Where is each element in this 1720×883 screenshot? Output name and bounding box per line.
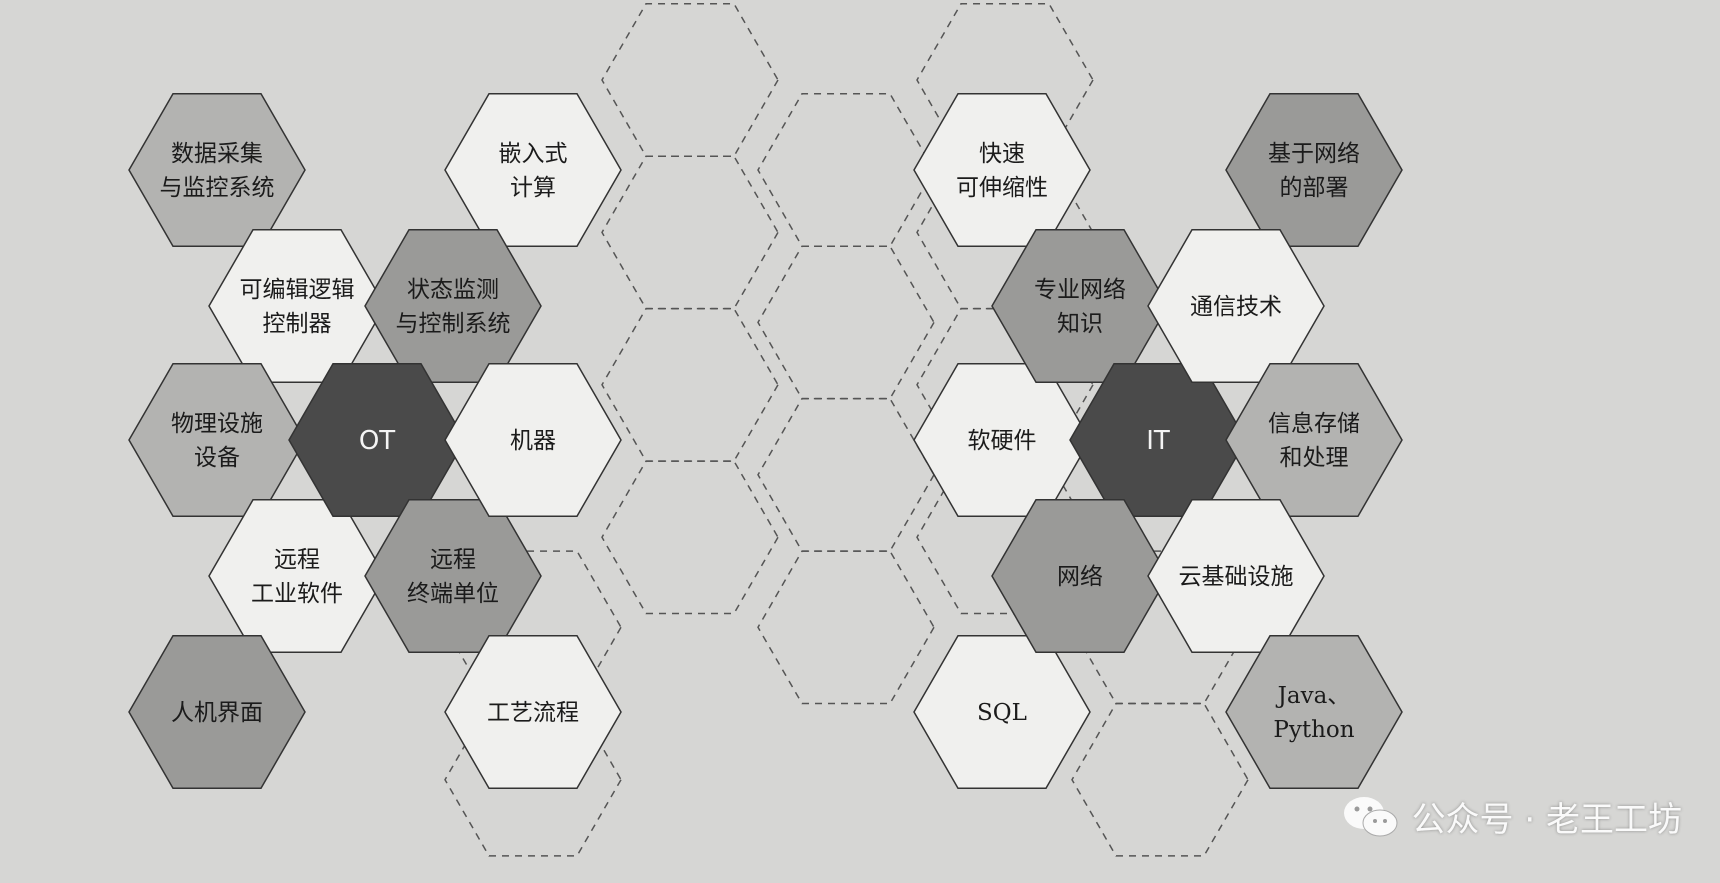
hex-label: 远程终端单位 xyxy=(407,547,499,607)
hex-cloud-infrastructure: 云基础设施 xyxy=(1147,499,1325,653)
hex-label: 嵌入式计算 xyxy=(499,141,568,201)
hex-shape xyxy=(128,363,306,517)
hex-java-python: Java、Python xyxy=(1225,635,1403,789)
dashed-hex-placeholder xyxy=(601,155,779,310)
hex-data-acquisition: 数据采集与监控系统 xyxy=(128,93,306,247)
dashed-hex-placeholder xyxy=(916,155,1094,310)
dashed-hex-placeholder xyxy=(601,3,779,157)
hex-communication-tech: 通信技术 xyxy=(1147,229,1325,383)
hex-it-center: IT xyxy=(1069,363,1247,517)
watermark-text: 公众号 · 老王工坊 xyxy=(1411,800,1682,840)
hex-process-flow: 工艺流程 xyxy=(444,635,622,789)
hex-label: 可编辑逻辑控制器 xyxy=(240,277,355,337)
hex-rapid-scalability: 快速可伸缩性 xyxy=(913,93,1091,247)
hex-label: Java、Python xyxy=(1273,683,1354,743)
hex-shape xyxy=(991,229,1169,383)
hex-label: 状态监测与控制系统 xyxy=(396,277,511,337)
dashed-hex-placeholder xyxy=(916,3,1094,157)
watermark: 公众号 · 老王工坊 xyxy=(1342,792,1682,841)
hex-label: 云基础设施 xyxy=(1179,564,1294,590)
hex-shape xyxy=(128,93,306,247)
dashed-hex-placeholder xyxy=(757,245,935,400)
hex-label: 人机界面 xyxy=(171,700,263,726)
hex-label: 工艺流程 xyxy=(487,700,579,726)
hex-shape xyxy=(1225,93,1403,247)
hex-label: 物理设施设备 xyxy=(171,411,263,471)
hex-shape xyxy=(444,363,622,517)
hex-sql: SQL xyxy=(913,635,1091,789)
dashed-hex-placeholder xyxy=(757,93,935,247)
hex-embedded-computing: 嵌入式计算 xyxy=(444,93,622,247)
hex-shape xyxy=(444,635,622,789)
hex-shape xyxy=(208,499,386,653)
hex-shape xyxy=(364,499,542,653)
wechat-icon xyxy=(1343,796,1398,836)
hex-shape xyxy=(991,499,1169,653)
hex-label: 通信技术 xyxy=(1190,294,1282,320)
hex-shape xyxy=(1225,635,1403,789)
dashed-hex-placeholder xyxy=(444,702,622,857)
hex-label: 远程工业软件 xyxy=(251,547,343,607)
hex-physical-facility: 物理设施设备 xyxy=(128,363,306,517)
hex-remote-industrial-software: 远程工业软件 xyxy=(208,499,386,653)
dashed-hex-placeholder xyxy=(601,307,779,462)
hex-label: 网络 xyxy=(1057,564,1103,590)
hex-label: 软硬件 xyxy=(968,428,1037,454)
hex-label: 机器 xyxy=(510,428,556,454)
hex-label: 专业网络知识 xyxy=(1034,277,1126,337)
hex-shape xyxy=(913,93,1091,247)
hex-shape xyxy=(128,635,306,789)
hex-label: 快速可伸缩性 xyxy=(956,141,1048,201)
dashed-hex-placeholder xyxy=(601,460,779,615)
hex-network-knowledge: 专业网络知识 xyxy=(991,229,1169,383)
hex-info-storage: 信息存储和处理 xyxy=(1225,363,1403,517)
dashed-hex-placeholder xyxy=(757,550,935,705)
hex-plc: 可编辑逻辑控制器 xyxy=(208,229,386,383)
dashed-hex-placeholder xyxy=(916,307,1094,462)
dashed-hex-placeholder xyxy=(757,397,935,552)
hex-status-monitoring: 状态监测与控制系统 xyxy=(364,229,542,383)
hex-label: SQL xyxy=(977,700,1027,726)
hex-shape xyxy=(444,93,622,247)
hex-ot-center: OT xyxy=(288,363,466,517)
hex-label: 基于网络的部署 xyxy=(1268,141,1360,201)
hex-hmi: 人机界面 xyxy=(128,635,306,789)
dashed-hex-placeholder xyxy=(1071,702,1249,857)
hex-label: IT xyxy=(1146,426,1170,456)
hex-network-deployment: 基于网络的部署 xyxy=(1225,93,1403,247)
hex-label: 数据采集与监控系统 xyxy=(160,141,275,201)
hex-software-hardware: 软硬件 xyxy=(913,363,1091,517)
hex-shape xyxy=(364,229,542,383)
hex-label: OT xyxy=(359,426,395,456)
hex-shape xyxy=(208,229,386,383)
dashed-hex-placeholder xyxy=(916,460,1094,615)
hex-shape xyxy=(1225,363,1403,517)
hex-remote-terminal-unit: 远程终端单位 xyxy=(364,499,542,653)
hex-machine: 机器 xyxy=(444,363,622,517)
hex-network: 网络 xyxy=(991,499,1169,653)
hex-label: 信息存储和处理 xyxy=(1268,411,1360,471)
